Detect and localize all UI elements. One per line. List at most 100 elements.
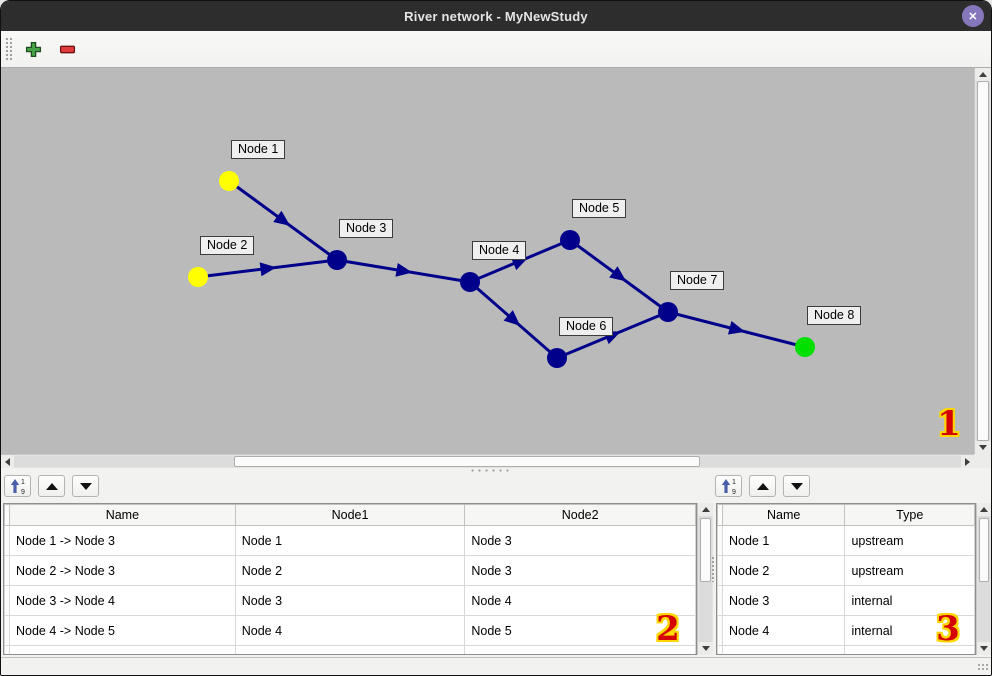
- scrollbar-thumb[interactable]: [977, 81, 989, 441]
- table-cell[interactable]: upstream: [844, 555, 975, 586]
- node-label[interactable]: Node 7: [670, 271, 725, 290]
- column-header[interactable]: Type: [844, 504, 975, 526]
- canvas-vertical-scrollbar[interactable]: [974, 68, 991, 454]
- arrow-right-icon: [965, 457, 970, 466]
- table-cell[interactable]: Node 3: [721, 585, 846, 616]
- toolbar-drag-handle[interactable]: [4, 36, 12, 62]
- close-button[interactable]: ✕: [962, 5, 984, 27]
- add-button[interactable]: [20, 36, 46, 62]
- table-cell[interactable]: [464, 645, 696, 654]
- scroll-up-button[interactable]: [698, 503, 713, 516]
- table-cell[interactable]: [234, 645, 466, 654]
- table-cell[interactable]: Node 4: [721, 615, 846, 646]
- table-cell[interactable]: Node 3: [464, 555, 696, 586]
- table-cell[interactable]: [844, 645, 975, 654]
- table-cell[interactable]: Node 2: [234, 555, 466, 586]
- arrow-down-icon: [790, 482, 803, 490]
- scroll-right-button[interactable]: [961, 455, 974, 468]
- node-label[interactable]: Node 6: [559, 317, 614, 336]
- table-cell[interactable]: Node 4: [234, 615, 466, 646]
- node-labels-layer: Node 1 Node 2 Node 3 Node 4 Node 5 Node 6 Node…: [1, 68, 974, 454]
- move-down-button[interactable]: [783, 475, 810, 497]
- window-title: River network - MyNewStudy: [404, 8, 588, 24]
- scroll-up-button[interactable]: [975, 68, 991, 81]
- column-header[interactable]: Name: [8, 504, 236, 526]
- table-cell[interactable]: Node 2 -> Node 3: [8, 555, 236, 586]
- scrollbar-track[interactable]: [14, 456, 961, 467]
- table-cell[interactable]: Node 1: [721, 525, 846, 556]
- scroll-left-button[interactable]: [1, 455, 14, 468]
- remove-button[interactable]: [54, 36, 80, 62]
- column-header[interactable]: Name: [721, 504, 846, 526]
- table-row[interactable]: [4, 645, 696, 654]
- reaches-scrollbar[interactable]: [697, 503, 713, 655]
- table-row[interactable]: [717, 645, 975, 654]
- table-cell[interactable]: Node 2: [721, 555, 846, 586]
- table-cell[interactable]: Node 5: [464, 615, 696, 646]
- panel-splitter-handle[interactable]: [711, 556, 715, 582]
- edge-arrow-icon: [510, 257, 529, 271]
- sort-button[interactable]: 1 9: [715, 475, 742, 497]
- table-cell[interactable]: internal: [844, 585, 975, 616]
- annotation-number: 3: [936, 609, 960, 649]
- network-node[interactable]: [327, 250, 347, 270]
- move-down-button[interactable]: [72, 475, 99, 497]
- edge-arrow-icon: [395, 262, 413, 277]
- node-label[interactable]: Node 1: [231, 140, 286, 159]
- nodes-scrollbar[interactable]: [976, 503, 991, 655]
- network-node[interactable]: [560, 230, 580, 250]
- table-cell[interactable]: Node 3 -> Node 4: [8, 585, 236, 616]
- scroll-down-button[interactable]: [698, 642, 713, 655]
- scrollbar-thumb[interactable]: [234, 456, 700, 467]
- canvas-horizontal-scrollbar[interactable]: [1, 454, 974, 468]
- node-label[interactable]: Node 3: [339, 219, 394, 238]
- node-label[interactable]: Node 4: [472, 241, 527, 260]
- network-node[interactable]: [547, 348, 567, 368]
- sort-button[interactable]: 1 9: [4, 475, 31, 497]
- nodes-toolbar: 1 9: [715, 475, 810, 497]
- scroll-up-button[interactable]: [977, 503, 991, 516]
- scroll-down-button[interactable]: [975, 441, 991, 454]
- table-cell[interactable]: Node 1 -> Node 3: [8, 525, 236, 556]
- title-bar[interactable]: River network - MyNewStudy ✕: [1, 1, 991, 31]
- table-cell[interactable]: [721, 645, 846, 654]
- reaches-toolbar: 1 9: [4, 475, 99, 497]
- network-node[interactable]: [658, 302, 678, 322]
- table-cell[interactable]: Node 4: [464, 585, 696, 616]
- resize-grip[interactable]: [977, 663, 988, 672]
- scrollbar-track[interactable]: [978, 516, 990, 642]
- table-cell[interactable]: Node 1: [234, 525, 466, 556]
- column-header[interactable]: Node1: [234, 504, 466, 526]
- column-header[interactable]: Node2: [464, 504, 696, 526]
- scrollbar-thumb[interactable]: [700, 518, 711, 582]
- node-label[interactable]: Node 5: [572, 199, 627, 218]
- network-node[interactable]: [795, 337, 815, 357]
- table-cell[interactable]: upstream: [844, 525, 975, 556]
- scrollbar-thumb[interactable]: [979, 518, 989, 582]
- table-cell[interactable]: [8, 645, 236, 654]
- node-label[interactable]: Node 8: [807, 306, 862, 325]
- move-up-button[interactable]: [749, 475, 776, 497]
- network-node[interactable]: [188, 267, 208, 287]
- table-cell[interactable]: Node 3: [464, 525, 696, 556]
- node-label[interactable]: Node 2: [200, 236, 255, 255]
- move-up-button[interactable]: [38, 475, 65, 497]
- table-cell[interactable]: Node 3: [234, 585, 466, 616]
- scrollbar-track[interactable]: [699, 516, 712, 642]
- scrollbar-track[interactable]: [976, 81, 990, 441]
- network-node[interactable]: [219, 171, 239, 191]
- scroll-down-button[interactable]: [977, 642, 991, 655]
- table-cell[interactable]: Node 4 -> Node 5: [8, 615, 236, 646]
- horizontal-splitter[interactable]: [1, 468, 991, 473]
- network-node[interactable]: [460, 272, 480, 292]
- network-view[interactable]: Node 1 Node 2 Node 3 Node 4 Node 5 Node 6 Node…: [1, 68, 974, 454]
